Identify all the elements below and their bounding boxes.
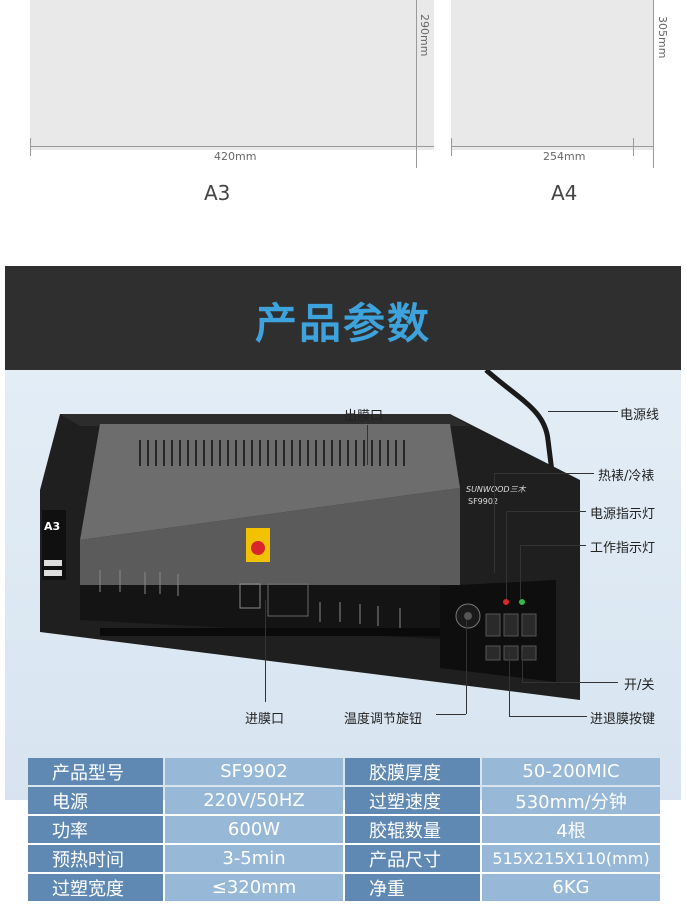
film-in-leader bbox=[265, 600, 266, 702]
forward-reverse-leader-v bbox=[509, 650, 510, 716]
a4-left-tick bbox=[451, 138, 452, 156]
a3-paper-diagram bbox=[30, 0, 434, 150]
section-banner: 产品参数 bbox=[5, 266, 681, 370]
spec-value: 6KG bbox=[482, 874, 660, 901]
spec-value: 515X215X110(mm) bbox=[482, 845, 660, 872]
spec-label: 产品型号 bbox=[28, 758, 163, 785]
spec-label: 产品尺寸 bbox=[345, 845, 480, 872]
table-row: 电源 220V/50HZ 过塑速度 530mm/分钟 bbox=[28, 787, 660, 814]
forward-reverse-leader-h bbox=[509, 716, 587, 717]
a3-width-dimension-line bbox=[30, 146, 434, 147]
power-light-leader-v bbox=[506, 511, 507, 599]
table-row: 功率 600W 胶辊数量 4根 bbox=[28, 816, 660, 843]
a4-width-dimension-line bbox=[451, 146, 653, 147]
power-light-leader-h bbox=[506, 511, 586, 512]
callout-power-light: 电源指示灯 bbox=[590, 507, 656, 522]
spec-table: 产品型号 SF9902 胶膜厚度 50-200MIC 电源 220V/50HZ … bbox=[26, 756, 662, 903]
power-cord-leader bbox=[548, 411, 618, 412]
callout-work-light: 工作指示灯 bbox=[590, 541, 656, 556]
spec-label: 净重 bbox=[345, 874, 480, 901]
a4-height-dimension-line bbox=[653, 0, 654, 168]
a3-height-dimension-line bbox=[416, 0, 417, 168]
a4-paper-diagram bbox=[451, 0, 653, 150]
section-title: 产品参数 bbox=[254, 299, 431, 348]
callout-film-in: 进膜口 bbox=[245, 712, 285, 727]
table-row: 预热时间 3-5min 产品尺寸 515X215X110(mm) bbox=[28, 845, 660, 872]
spec-value: 3-5min bbox=[165, 845, 343, 872]
a4-width-label: 254mm bbox=[543, 150, 586, 163]
spec-label: 预热时间 bbox=[28, 845, 163, 872]
spec-label: 胶膜厚度 bbox=[345, 758, 480, 785]
a3-left-tick bbox=[30, 138, 31, 156]
laminator-illustration: A3 SUNWOOD三木 SF9902 bbox=[40, 370, 580, 700]
spec-label: 胶辊数量 bbox=[345, 816, 480, 843]
spec-value: 530mm/分钟 bbox=[482, 787, 660, 814]
a4-size-name: A4 bbox=[551, 181, 578, 205]
spec-value: 4根 bbox=[482, 816, 660, 843]
spec-label: 过塑宽度 bbox=[28, 874, 163, 901]
callout-temp-knob: 温度调节旋钮 bbox=[344, 712, 423, 727]
temp-knob-leader-v bbox=[466, 620, 467, 714]
work-light-leader-v bbox=[520, 545, 521, 599]
spec-value: 600W bbox=[165, 816, 343, 843]
spec-label: 过塑速度 bbox=[345, 787, 480, 814]
a3-height-label: 290mm bbox=[418, 14, 431, 57]
side-size-badge-text: A3 bbox=[44, 520, 60, 533]
spec-value: ≤320mm bbox=[165, 874, 343, 901]
a4-height-label: 305mm bbox=[656, 16, 669, 59]
brand-text: SUNWOOD三木 bbox=[466, 485, 527, 494]
callout-power-cord: 电源线 bbox=[620, 408, 660, 423]
callout-hot-cold: 热裱/冷裱 bbox=[598, 469, 655, 484]
callout-on-off: 开/关 bbox=[624, 678, 655, 693]
a3-width-label: 420mm bbox=[214, 150, 257, 163]
temp-knob-leader-h bbox=[436, 714, 466, 715]
hot-cold-leader-v bbox=[494, 473, 495, 573]
on-off-leader-v bbox=[522, 650, 523, 682]
callout-forward-reverse: 进退膜按键 bbox=[590, 712, 656, 727]
a3-size-name: A3 bbox=[204, 181, 231, 205]
hot-cold-leader-h bbox=[494, 473, 594, 474]
spec-label: 功率 bbox=[28, 816, 163, 843]
spec-label: 电源 bbox=[28, 787, 163, 814]
callout-film-out: 出膜口 bbox=[344, 409, 384, 424]
work-light-leader-h bbox=[520, 545, 586, 546]
on-off-leader-h bbox=[522, 682, 618, 683]
spec-value: 50-200MIC bbox=[482, 758, 660, 785]
table-row: 产品型号 SF9902 胶膜厚度 50-200MIC bbox=[28, 758, 660, 785]
film-out-leader bbox=[367, 425, 368, 465]
table-row: 过塑宽度 ≤320mm 净重 6KG bbox=[28, 874, 660, 901]
spec-value: 220V/50HZ bbox=[165, 787, 343, 814]
model-text: SF9902 bbox=[468, 497, 498, 506]
spec-value: SF9902 bbox=[165, 758, 343, 785]
a4-right-tick bbox=[633, 138, 634, 156]
